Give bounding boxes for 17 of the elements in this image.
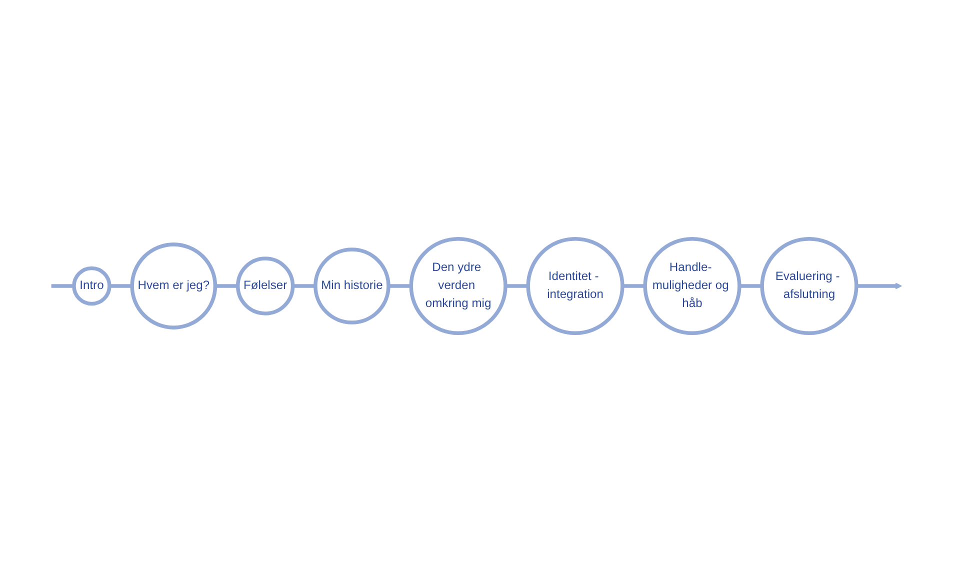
connector xyxy=(109,284,132,288)
node-circle: Den ydre verden omkring mig xyxy=(409,236,508,336)
node-circle: Identitet - integration xyxy=(526,236,624,336)
connector xyxy=(388,284,412,288)
node-circle: Hvem er jeg? xyxy=(130,242,218,330)
connector xyxy=(215,284,238,288)
node-circle: Min historie xyxy=(314,248,390,324)
connector xyxy=(51,284,74,288)
node-circle: Intro xyxy=(72,266,112,306)
node-circle: Handle- muligheder og håb xyxy=(643,236,742,336)
arrow xyxy=(856,282,902,290)
node-circle: Følelser xyxy=(236,256,295,316)
connector xyxy=(622,284,646,288)
connector xyxy=(292,284,316,288)
node-circle: Evaluering - afslutning xyxy=(760,236,858,336)
connector xyxy=(505,284,528,288)
connector xyxy=(739,284,762,288)
